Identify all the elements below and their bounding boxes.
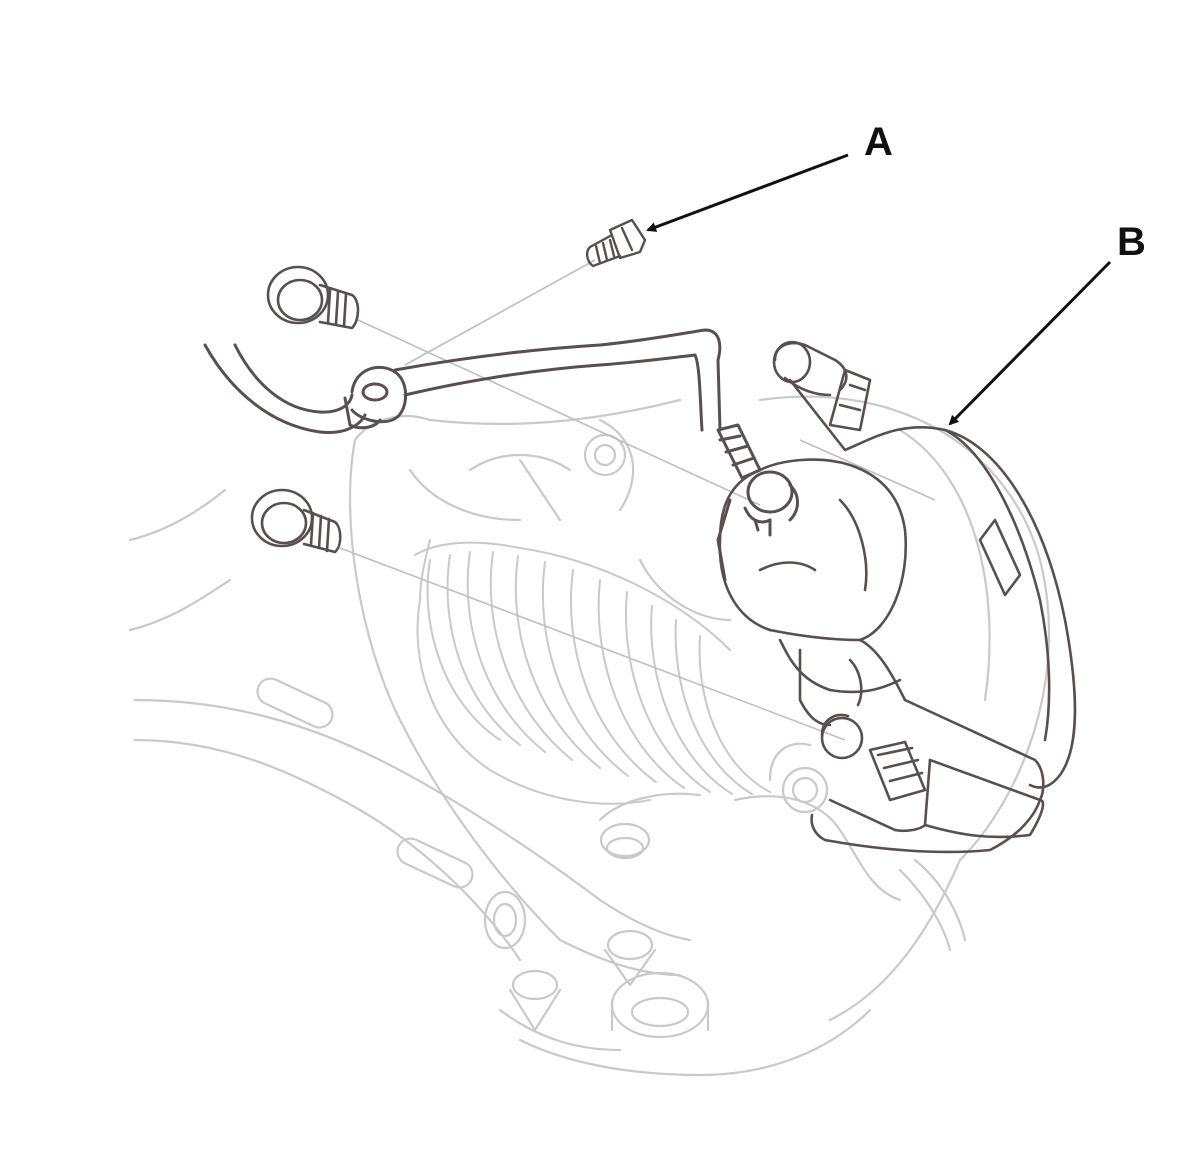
- brake-caliper: [718, 340, 1077, 854]
- knuckle-background: [128, 395, 1051, 1077]
- callout-leader-b: [948, 260, 1112, 426]
- brake-hose: [203, 328, 799, 582]
- callout-label-a: A: [864, 120, 893, 164]
- bolt-alignment-lines: [339, 259, 936, 741]
- bracket-bolt-a: [585, 218, 647, 268]
- driveshaft-boot: [414, 539, 771, 805]
- callout-leaders: [646, 153, 1112, 426]
- mounting-bolt-upper: [266, 265, 360, 330]
- callout-leader-a: [646, 153, 849, 232]
- callout-label-b: B: [1117, 220, 1146, 264]
- mounting-bolt-lower: [250, 488, 342, 554]
